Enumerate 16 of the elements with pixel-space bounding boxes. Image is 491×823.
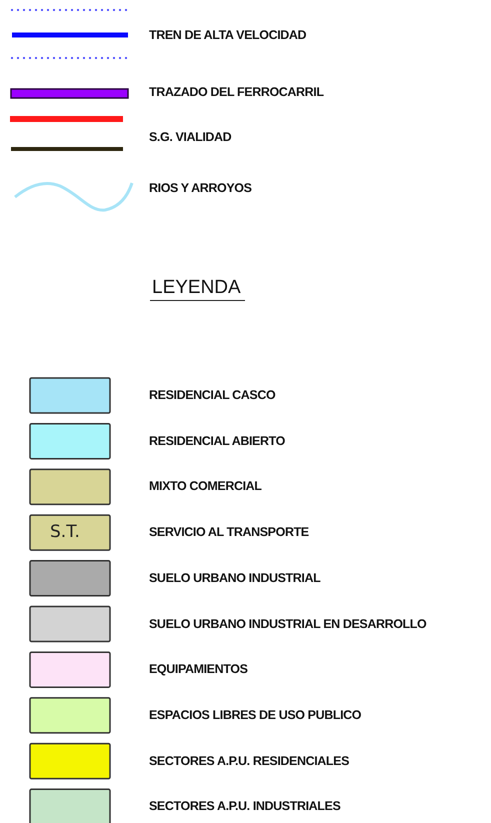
- legend-label: RIOS Y ARROYOS: [149, 180, 252, 196]
- legend-label: TREN DE ALTA VELOCIDAD: [149, 27, 306, 43]
- swatch-code: S.T.: [50, 522, 80, 542]
- legend-heading: LEYENDA: [150, 277, 245, 301]
- legend-label: TRAZADO DEL FERROCARRIL: [149, 84, 324, 100]
- legend-label: RESIDENCIAL CASCO: [149, 387, 276, 403]
- legend-label: SECTORES A.P.U. RESIDENCIALES: [149, 752, 350, 769]
- legend-label: SUELO URBANO INDUSTRIAL: [149, 570, 320, 586]
- legend-label: SERVICIO AL TRANSPORTE: [149, 524, 309, 540]
- legend-label: RESIDENCIAL ABIERTO: [149, 432, 285, 449]
- legend-label: S.G. VIALIDAD: [149, 129, 232, 145]
- legend-label: EQUIPAMIENTOS: [149, 661, 248, 678]
- legend-label: ESPACIOS LIBRES DE USO PUBLICO: [149, 706, 362, 723]
- legend-label: SECTORES A.P.U. INDUSTRIALES: [149, 798, 340, 814]
- legend-label: MIXTO COMERCIAL: [149, 478, 262, 494]
- legend-label: SUELO URBANO INDUSTRIAL EN DESARROLLO: [149, 616, 426, 632]
